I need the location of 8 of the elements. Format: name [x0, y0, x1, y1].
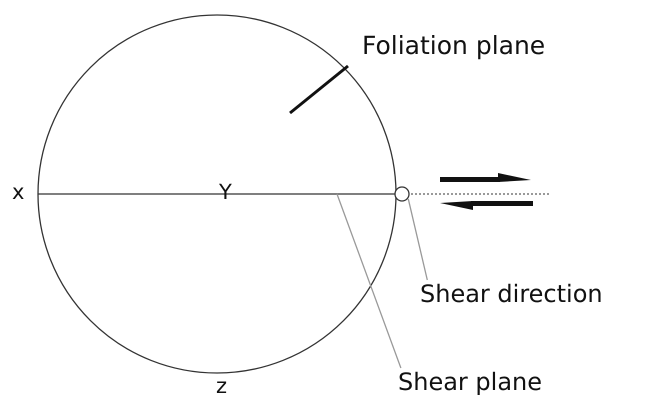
axis-label: x: [12, 180, 24, 205]
leader-line: [336, 194, 402, 368]
axis-label: z: [216, 374, 228, 399]
plane-label: Foliation plane: [362, 31, 546, 60]
leader-line: [408, 198, 428, 280]
point-marker: [394, 186, 410, 202]
callout-label: Shear direction: [420, 280, 603, 308]
callout-label: Shear plane: [398, 368, 542, 396]
